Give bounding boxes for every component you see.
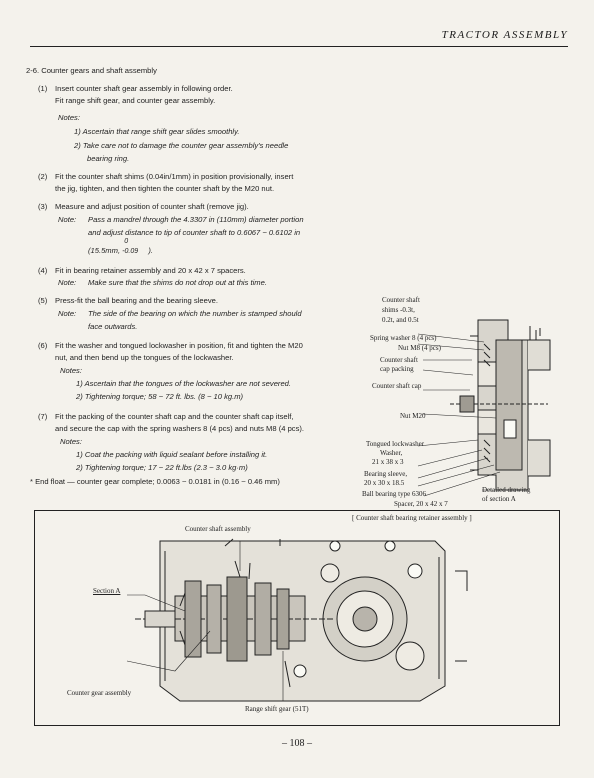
upper-figure-caption: [ Counter shaft bearing retainer assembl…	[352, 514, 472, 522]
step-6-num: (6)	[38, 341, 48, 350]
label-section-a: Section A	[93, 587, 121, 595]
label-shims-1: Counter shaft	[382, 296, 420, 304]
label-lockwasher-2: Washer,	[380, 449, 403, 457]
step-4-num: (4)	[38, 266, 48, 275]
step-4-note: Make sure that the shims do not drop out…	[88, 278, 267, 287]
tolerance-lower: -0.09	[122, 248, 139, 255]
label-sleeve-2: 20 x 30 x 18.5	[364, 479, 405, 487]
step-7-line-1: Fit the packing of the counter shaft cap…	[55, 412, 294, 421]
step-1-line-2: Fit range shift gear, and counter gear a…	[55, 96, 216, 105]
step-1-note-2: 2) Take care not to damage the counter g…	[74, 141, 289, 150]
step-7-line-2: and secure the cap with the spring washe…	[55, 424, 305, 433]
step-4-note-label: Note:	[58, 278, 77, 287]
step-5-note-2: face outwards.	[88, 322, 138, 331]
label-nut-m20: Nut M20	[400, 412, 426, 420]
label-cap: Counter shaft cap	[372, 382, 422, 390]
step-4-line-1: Fit in bearing retainer assembly and 20 …	[55, 266, 246, 275]
step-1-note-2-cont: bearing ring.	[87, 154, 130, 163]
label-range-shift-gear: Range shift gear (51T)	[245, 705, 309, 713]
label-lockwasher-1: Tongued lockwasher	[366, 440, 425, 448]
label-lockwasher-3: 21 x 38 x 3	[372, 458, 404, 466]
step-5-num: (5)	[38, 296, 48, 305]
step-3-note-2: and adjust distance to tip of counter sh…	[88, 228, 301, 237]
section-number: 2-6.	[26, 66, 40, 75]
step-1-note-1: 1) Ascertain that range shift gear slide…	[74, 127, 240, 136]
label-sleeve-1: Bearing sleeve,	[364, 470, 408, 478]
label-counter-gear-assembly: Counter gear assembly	[67, 689, 132, 697]
step-7-note-1: 1) Coat the packing with liquid sealant …	[76, 450, 268, 459]
tolerance-upper: 0	[124, 238, 129, 245]
bearing-retainer-drawing	[417, 319, 551, 497]
step-3-note-1: Pass a mandrel through the 4.3307 in (11…	[88, 215, 304, 224]
step-3-note-label: Note:	[58, 215, 77, 224]
step-7-note-2: 2) Tightening torque; 17 ~ 22 ft.lbs (2.…	[76, 463, 248, 472]
step-6-note-1: 1) Ascertain that the tongues of the loc…	[76, 379, 291, 388]
label-cap-packing-1: Counter shaft	[380, 356, 418, 364]
step-5-line-1: Press-fit the ball bearing and the beari…	[55, 296, 218, 305]
end-float-line: * End float — counter gear complete; 0.0…	[30, 477, 280, 486]
label-counter-shaft-assembly: Counter shaft assembly	[185, 525, 251, 533]
section-title: Counter gears and shaft assembly	[41, 66, 157, 75]
label-ball-bearing: Ball bearing type 6306	[362, 490, 426, 498]
label-spacer: Spacer, 20 x 42 x 7	[394, 500, 448, 508]
label-cap-packing-2: cap packing	[380, 365, 414, 373]
step-1-notes-label: Notes:	[58, 113, 80, 122]
step-1-num: (1)	[38, 84, 48, 93]
step-5-note-label: Note:	[58, 309, 77, 318]
label-detailed-1: Detailed drawing	[482, 486, 531, 494]
tolerance-suffix: ).	[148, 246, 153, 255]
step-6-note-2: 2) Tightening torque; 58 ~ 72 ft. lbs. (…	[76, 392, 244, 401]
step-5-note-1: The side of the bearing on which the num…	[88, 309, 302, 318]
header-title: TRACTOR ASSEMBLY	[441, 29, 568, 41]
step-6-line-1: Fit the washer and tongued lockwasher in…	[55, 341, 303, 350]
step-6-line-2: nut, and then bend up the tongues of the…	[55, 353, 234, 362]
step-3-note-3: (15.5mm, 0 -0.09 ).	[88, 238, 153, 256]
step-6-notes-label: Notes:	[60, 366, 82, 375]
label-spring-washer: Spring washer 8 (4 pcs)	[370, 334, 437, 342]
step-2-num: (2)	[38, 172, 48, 181]
step-3-num: (3)	[38, 202, 48, 211]
label-detailed-2: of section A	[482, 495, 516, 503]
label-nut-m8: Nut M8 (4 pcs)	[398, 344, 441, 352]
page-number: – 108 –	[282, 738, 312, 749]
step-1-line-1: Insert counter shaft gear assembly in fo…	[55, 84, 233, 93]
step-2-line-2: the jig, tighten, and then tighten the c…	[55, 184, 275, 193]
step-7-num: (7)	[38, 412, 48, 421]
figure-box: Counter shaft assembly Section A Counter…	[34, 510, 560, 726]
label-shims-3: 0.2t, and 0.5t	[382, 316, 419, 324]
tolerance-prefix: (15.5mm,	[88, 246, 121, 255]
label-shims-2: shims -0.3t,	[382, 306, 415, 314]
section-heading: 2-6. Counter gears and shaft assembly	[26, 66, 157, 76]
step-2-line-1: Fit the counter shaft shims (0.04in/1mm)…	[55, 172, 294, 181]
page-header: TRACTOR ASSEMBLY	[30, 29, 568, 47]
step-7-notes-label: Notes:	[60, 437, 82, 446]
transmission-section-drawing	[126, 538, 468, 702]
step-3-line-1: Measure and adjust position of counter s…	[55, 202, 249, 211]
